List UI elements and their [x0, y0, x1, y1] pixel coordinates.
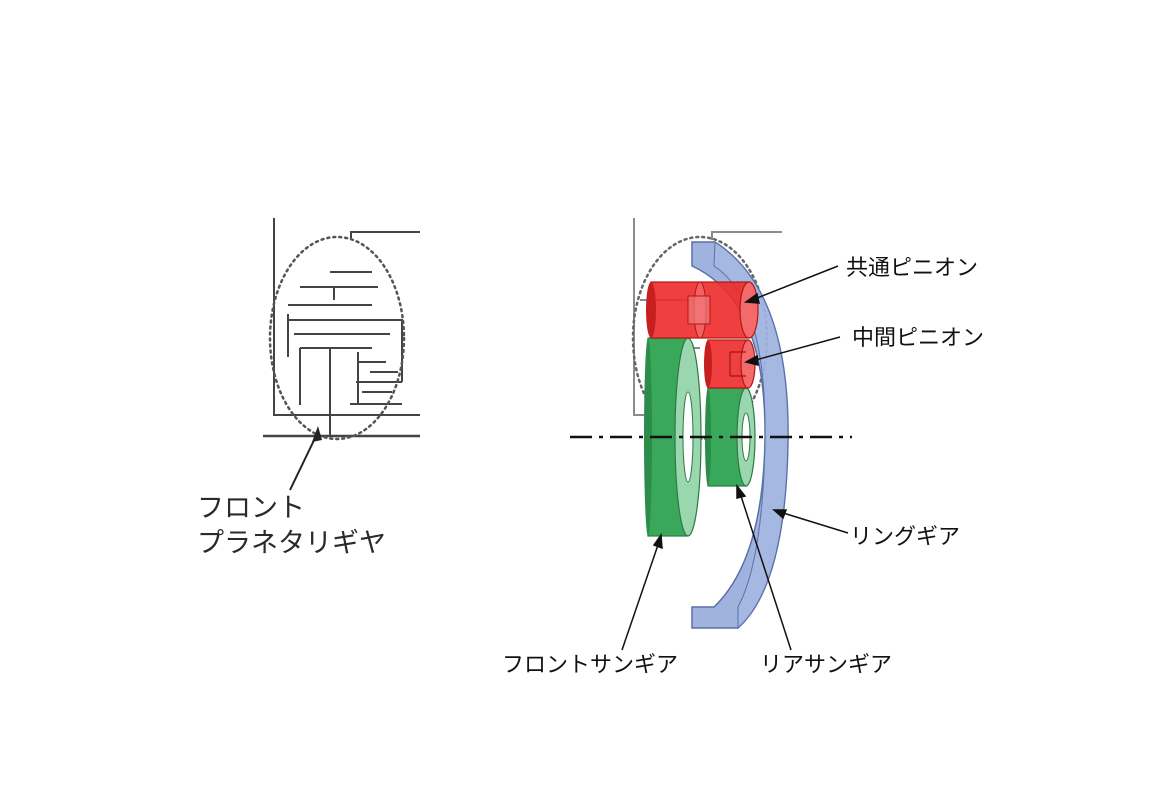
label-common-pinion: 共通ピニオン — [846, 256, 978, 281]
leader-lines — [621, 265, 849, 651]
caption-arrowhead — [312, 426, 322, 442]
label-front-sun-gear: フロントサンギア — [502, 653, 678, 678]
label-ring-gear: リングギア — [850, 525, 960, 550]
ring-gear-inner-face — [713, 241, 789, 630]
common-pinion — [646, 281, 759, 339]
caption-front: フロント — [197, 493, 305, 524]
label-rear-sun-gear: リアサンギア — [760, 653, 892, 678]
middle-pinion — [704, 339, 756, 389]
front-planetary-schematic — [263, 218, 420, 438]
planetary-highlight-ellipse — [268, 235, 406, 441]
label-middle-pinion: 中間ピニオン — [852, 326, 984, 351]
caption-planetary-gear: プラネタリギヤ — [197, 528, 386, 559]
